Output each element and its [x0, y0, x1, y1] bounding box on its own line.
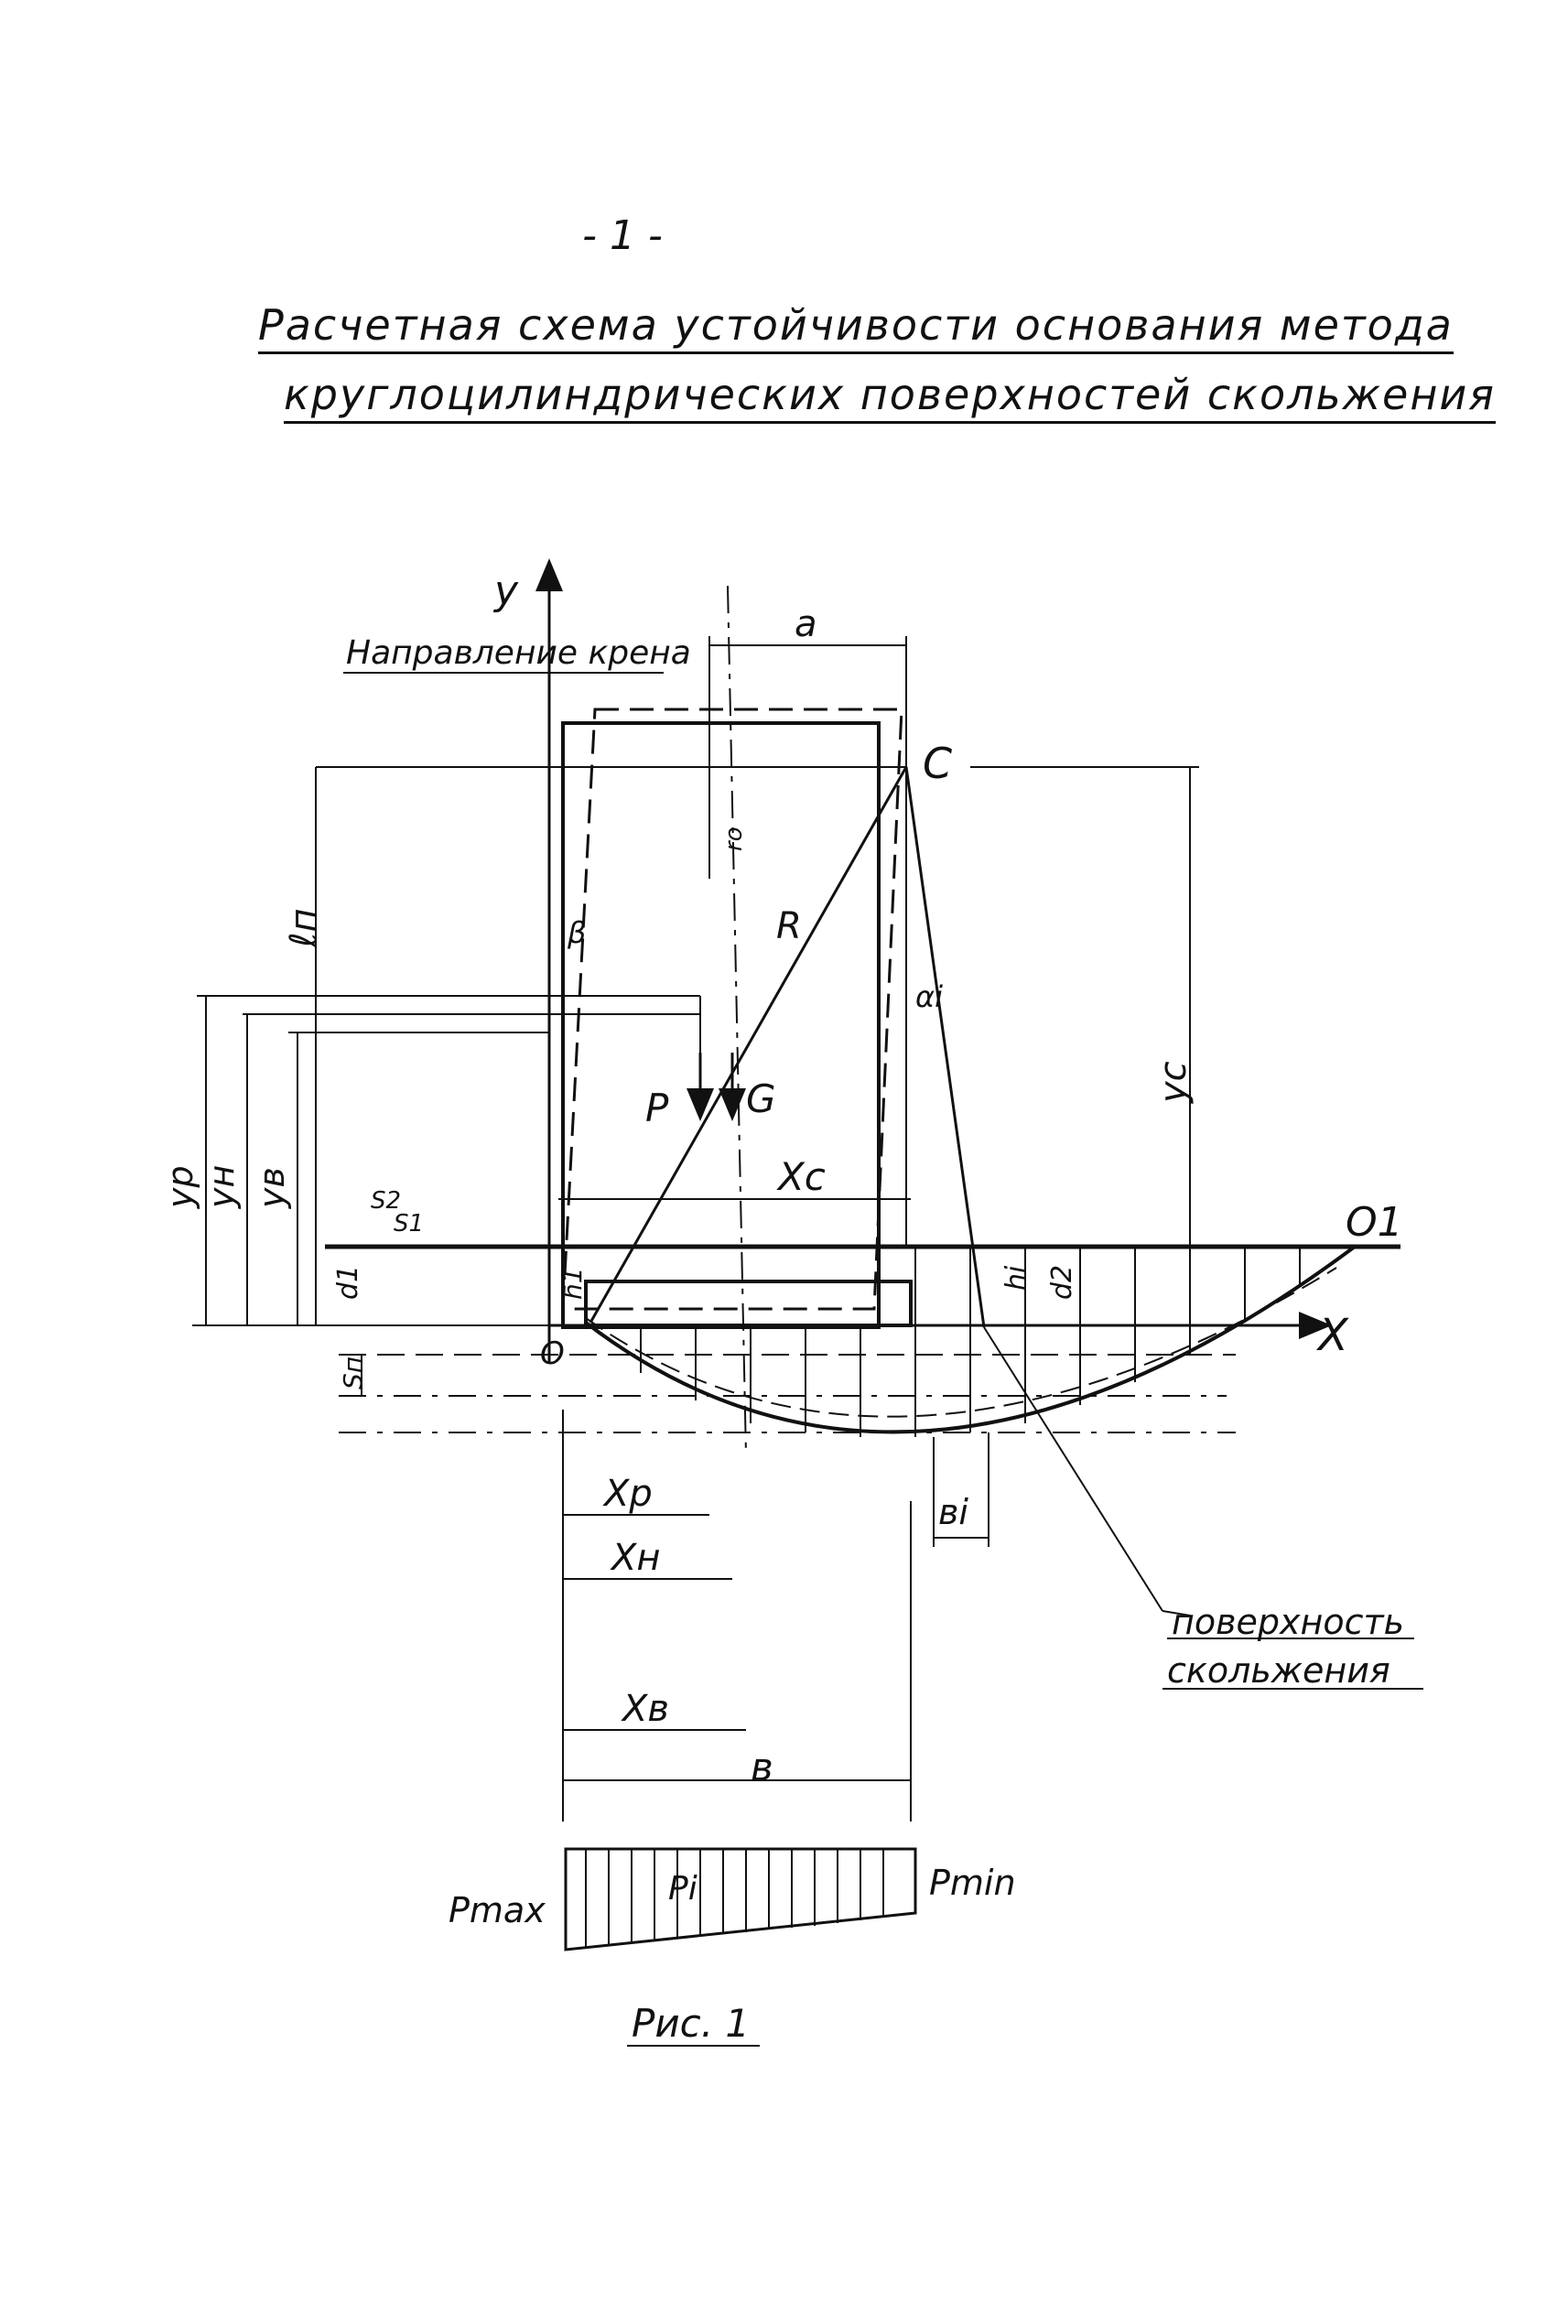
- s1-label: S1: [394, 1210, 424, 1238]
- pi-label: Pi: [668, 1870, 697, 1908]
- yp-label: yр: [160, 1165, 200, 1209]
- page-number: - 1 -: [582, 212, 663, 259]
- d2-label: d2: [1046, 1265, 1078, 1300]
- slip-label-underline: [1162, 1610, 1191, 1616]
- pmin-label: Pmin: [929, 1863, 1016, 1903]
- ln-label: ℓп: [283, 908, 325, 948]
- hi-label: hi: [1000, 1265, 1033, 1291]
- figure-caption: Рис. 1: [632, 2001, 750, 2046]
- b-label: в: [751, 1745, 773, 1789]
- title-line-1: Расчетная схема устойчивости основания м…: [258, 300, 1454, 354]
- pointer-line: [983, 1326, 1163, 1612]
- slip-label-1: поверхность: [1172, 1602, 1404, 1642]
- heel-direction-label: Направление крена: [346, 634, 691, 672]
- slip-surface-arc: [584, 1245, 1357, 1434]
- pressure-diagram: [564, 1847, 917, 1951]
- bi-label: вi: [938, 1492, 968, 1532]
- xc-label: Xc: [776, 1154, 826, 1199]
- xb-label: Xв: [621, 1688, 669, 1730]
- d1-label: d1: [332, 1265, 364, 1300]
- title-line-2: круглоцилиндрических поверхностей скольж…: [284, 370, 1496, 424]
- o1-label: O1: [1346, 1199, 1403, 1246]
- point-o-label: O: [540, 1335, 565, 1372]
- p-label: P: [645, 1086, 669, 1130]
- radius-label: R: [776, 905, 802, 947]
- pmax-label: Pmax: [449, 1890, 546, 1930]
- slip-label-2: скольжения: [1167, 1650, 1390, 1691]
- point-c-label: C: [923, 739, 952, 788]
- x-axis-label: X: [1315, 1310, 1349, 1361]
- alpha-i-label: αi: [915, 979, 943, 1014]
- alpha-line: [904, 766, 986, 1328]
- y-axis-label: y: [492, 567, 519, 614]
- slice-lines: [640, 1247, 1301, 1437]
- ro-label: ro: [720, 827, 748, 851]
- xn-label: Xн: [610, 1537, 661, 1579]
- g-label: G: [746, 1076, 776, 1121]
- radius-line: [589, 766, 908, 1324]
- yn-label: yн: [201, 1165, 242, 1209]
- structure-center-line: [727, 585, 747, 1456]
- xp-label: Xр: [602, 1473, 653, 1515]
- dim-a-label: a: [795, 603, 817, 645]
- pressure-hatch: [585, 1849, 884, 1948]
- s2-label: S2: [371, 1187, 401, 1215]
- beta-label: β: [567, 915, 586, 950]
- yb-label: yв: [252, 1167, 292, 1209]
- heeled-structure-outline: [561, 708, 903, 1311]
- h1-label: h1: [557, 1267, 588, 1300]
- yc-label: yc: [1152, 1061, 1195, 1104]
- sn-label: Sп: [338, 1357, 368, 1389]
- foundation-slab: [584, 1280, 913, 1327]
- structure-outline: [561, 721, 881, 1329]
- slip-surface-dashed: [585, 1267, 1337, 1418]
